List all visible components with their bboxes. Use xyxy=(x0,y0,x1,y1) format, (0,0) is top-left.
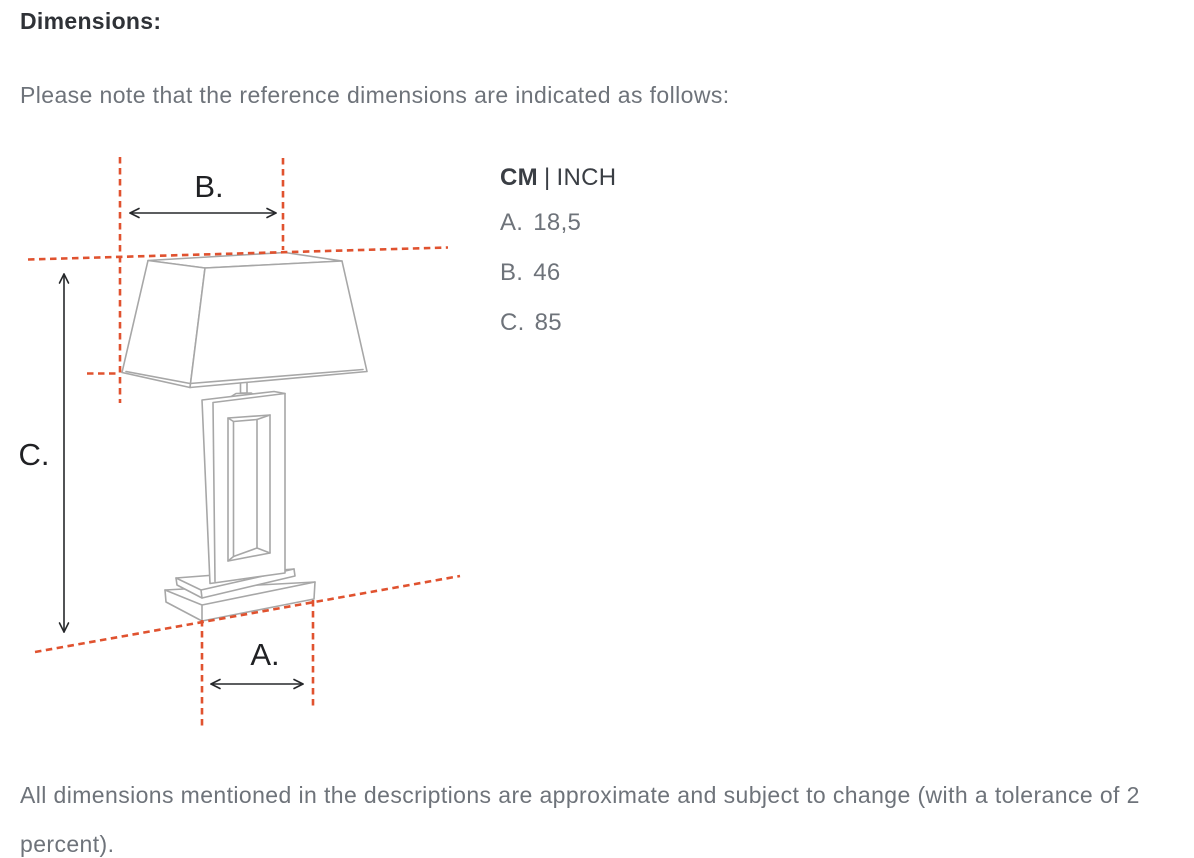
dimension-arrow-a xyxy=(210,678,304,690)
dimension-values-panel: CM|INCH A. 18,5 B. 46 C. 85 xyxy=(500,165,800,361)
section-title: Dimensions: xyxy=(20,8,162,34)
dimension-row-c: C. 85 xyxy=(500,311,800,361)
lamp-dimension-diagram: B. C. A. xyxy=(19,157,461,727)
units-separator: | xyxy=(543,164,551,191)
dimension-row-label: B. xyxy=(500,259,524,286)
dimension-row-a: A. 18,5 xyxy=(500,211,800,261)
dimension-row-b: B. 46 xyxy=(500,261,800,311)
guide-horizontal-base-bottom xyxy=(34,574,461,654)
lamp-body xyxy=(201,390,286,585)
dimension-row-label: C. xyxy=(500,309,525,336)
dimension-row-value: 18,5 xyxy=(533,209,582,236)
diagram-label-c: C. xyxy=(19,437,50,472)
lamp-shade xyxy=(121,251,368,389)
guide-horizontal-shade-top xyxy=(27,246,449,261)
diagram-label-b: B. xyxy=(194,169,223,204)
units-header: CM|INCH xyxy=(500,165,800,191)
dimension-row-value: 85 xyxy=(534,309,562,336)
guide-lines xyxy=(27,157,461,727)
dimension-row-label: A. xyxy=(500,209,524,236)
units-cm-label: CM xyxy=(500,164,538,191)
diagram-label-a: A. xyxy=(250,637,279,672)
dimension-arrow-c xyxy=(58,273,70,633)
dimension-row-value: 46 xyxy=(533,259,561,286)
tolerance-note: All dimensions mentioned in the descript… xyxy=(20,782,1140,857)
units-inch-label: INCH xyxy=(556,164,617,191)
lamp-drawing xyxy=(121,251,368,622)
intro-text: Please note that the reference dimension… xyxy=(20,82,730,108)
dimension-arrow-b xyxy=(129,207,277,219)
dimension-arrows xyxy=(58,207,304,690)
